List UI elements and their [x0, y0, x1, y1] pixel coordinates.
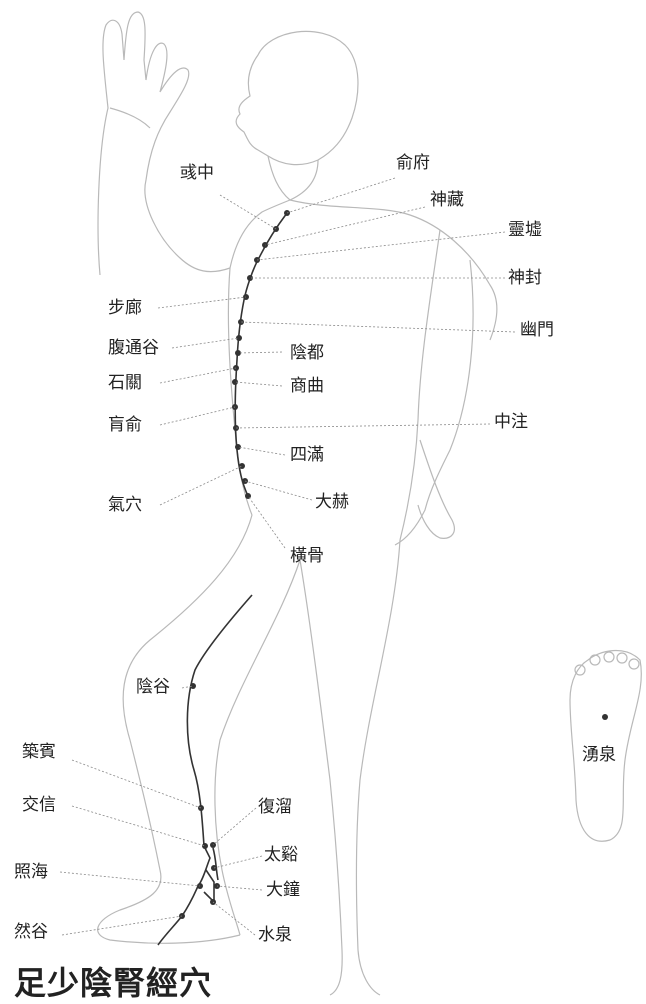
label-bulang: 步廊	[108, 298, 142, 318]
label-yindu: 陰都	[290, 343, 324, 363]
acupoint-markers	[179, 210, 608, 919]
label-zhaohai: 照海	[14, 862, 48, 882]
label-shiguan: 石關	[108, 373, 142, 393]
label-yuzhong: 彧中	[180, 163, 214, 183]
label-qixue: 氣穴	[108, 495, 142, 515]
label-zhubin: 築賓	[22, 742, 56, 762]
label-fuliu: 復溜	[258, 797, 292, 817]
point-zhongzhu	[233, 425, 239, 431]
label-dazhong: 大鐘	[266, 880, 300, 900]
label-futonggu: 腹通谷	[108, 338, 159, 358]
label-taixi: 太谿	[264, 845, 298, 865]
label-rangu: 然谷	[14, 922, 48, 942]
point-henggu	[245, 493, 251, 499]
diagram-title: 足少陰腎經穴	[14, 958, 212, 1004]
point-qixue	[239, 463, 245, 469]
label-henggu: 橫骨	[290, 546, 324, 566]
label-shenfeng: 神封	[508, 268, 542, 288]
label-huangshu: 肓俞	[108, 415, 142, 435]
label-youmen: 幽門	[520, 320, 554, 340]
label-dahe: 大赫	[315, 492, 349, 512]
body-outline	[98, 12, 642, 995]
label-shangqu: 商曲	[290, 376, 324, 396]
label-yongquan: 湧泉	[582, 745, 616, 765]
label-siman: 四滿	[290, 445, 324, 465]
label-lingxu: 靈墟	[508, 220, 542, 240]
label-zhongzhu: 中注	[494, 412, 528, 432]
leader-lines	[60, 178, 515, 935]
label-shufu: 俞府	[396, 153, 430, 173]
label-yingu: 陰谷	[136, 677, 170, 697]
label-jiaoxin: 交信	[22, 795, 56, 815]
point-yongquan	[602, 714, 608, 720]
point-jiaoxin	[202, 843, 208, 849]
label-shencang: 神藏	[430, 190, 464, 210]
meridian-path	[158, 213, 287, 945]
label-shuiquan: 水泉	[258, 925, 292, 945]
